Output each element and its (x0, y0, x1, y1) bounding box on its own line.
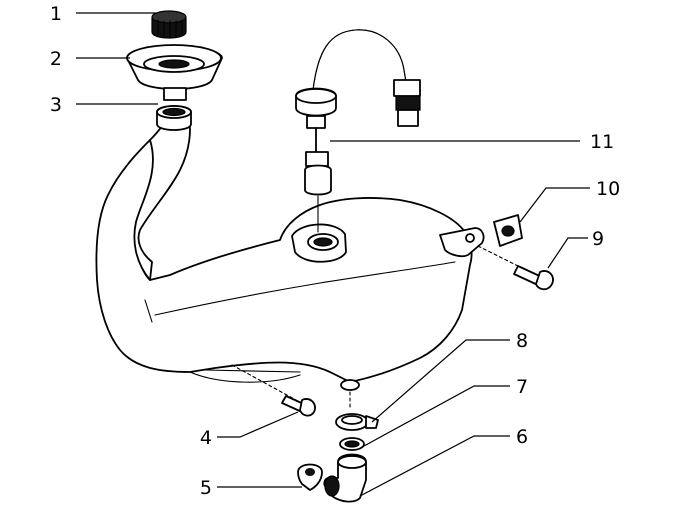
leader-9 (547, 237, 588, 269)
callout-7: 7 (516, 376, 528, 398)
leader-8 (371, 339, 510, 423)
elbow-fitting-part (323, 453, 367, 503)
neck-gasket-part (156, 105, 192, 131)
callout-1: 1 (50, 3, 62, 25)
callout-numbers: 1 2 3 4 5 6 7 8 9 10 11 (50, 3, 620, 499)
callout-10: 10 (596, 178, 620, 200)
spring-clip-part (335, 391, 379, 431)
leader-7 (363, 385, 510, 447)
callout-8: 8 (516, 330, 528, 352)
leader-lines (76, 12, 590, 497)
fuel-cap-part (151, 10, 187, 39)
mount-bolt-part (231, 364, 316, 417)
leader-6 (359, 435, 510, 497)
callout-11: 11 (590, 131, 614, 153)
leader-10 (519, 187, 590, 223)
fuel-tank-body (95, 117, 485, 391)
callout-5: 5 (200, 477, 212, 499)
filler-neck-cup-part (126, 44, 223, 101)
o-ring-part (339, 437, 365, 451)
callout-9: 9 (592, 228, 604, 250)
callout-4: 4 (200, 427, 212, 449)
callout-6: 6 (516, 426, 528, 448)
clip-nut-part (493, 214, 523, 247)
drain-clip-part (297, 463, 323, 491)
fuel-gauge-sender-part (295, 29, 421, 233)
side-bolt-part (477, 245, 554, 291)
callout-3: 3 (50, 94, 62, 116)
leader-4 (217, 411, 299, 438)
callout-2: 2 (50, 48, 62, 70)
